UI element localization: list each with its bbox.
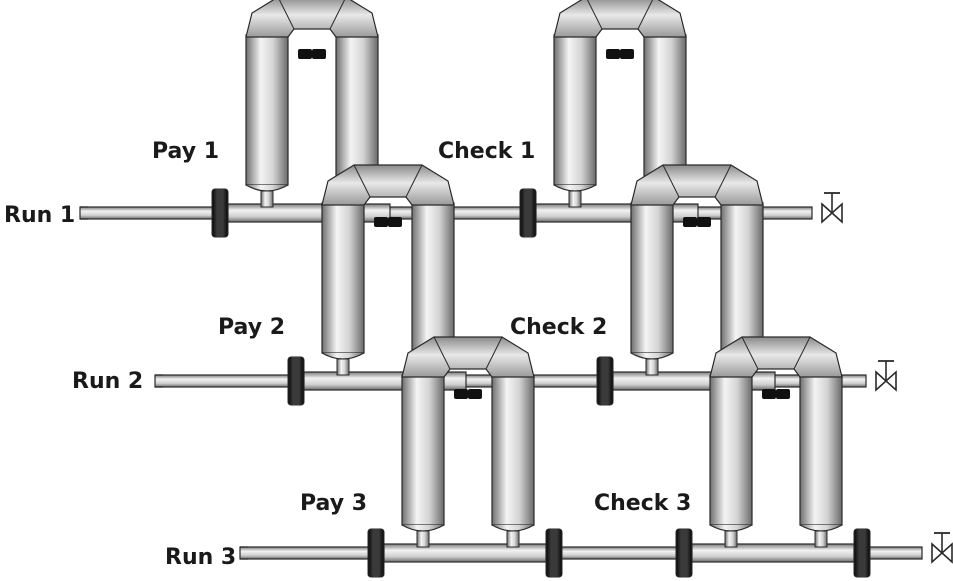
- valve-icon: [875, 360, 897, 392]
- pay-meter: [245, 0, 379, 208]
- meter-spool: [383, 543, 547, 563]
- meter-tube: [799, 374, 843, 526]
- meter-label-pay: Pay 1: [152, 139, 219, 164]
- meter-spool: [535, 203, 699, 223]
- valve-icon: [931, 532, 953, 564]
- meter-bend: [321, 164, 455, 206]
- meter-label-check: Check 3: [594, 491, 691, 516]
- meter-tube: [401, 374, 445, 526]
- meter-bend: [630, 164, 764, 206]
- run-label: Run 3: [165, 545, 236, 570]
- meter-bend: [709, 336, 843, 378]
- meter-spool: [691, 543, 855, 563]
- meter-tube: [553, 34, 597, 186]
- meter-tube: [245, 34, 289, 186]
- meter-label-pay: Pay 2: [218, 315, 285, 340]
- meter-tube: [643, 34, 687, 186]
- check-meter: [709, 336, 843, 548]
- pay-meter: [401, 336, 535, 548]
- run-label: Run 1: [4, 203, 75, 228]
- meter-tube: [709, 374, 753, 526]
- meter-tube: [491, 374, 535, 526]
- meter-tube: [630, 202, 674, 354]
- meter-spool: [227, 203, 391, 223]
- check-meter: [630, 164, 764, 376]
- meter-label-pay: Pay 3: [300, 491, 367, 516]
- run-label: Run 2: [72, 369, 143, 394]
- meter-tube: [411, 202, 455, 354]
- labels: Run 1 Run 2 Run 3 Pay 1 Check 1 Pay 2 Ch…: [4, 139, 691, 570]
- coriolis-meters: [245, 0, 843, 548]
- meter-bend: [245, 0, 379, 38]
- check-meter: [553, 0, 687, 208]
- meter-tube: [335, 34, 379, 186]
- meter-tube: [321, 202, 365, 354]
- valve-icon: [821, 192, 843, 224]
- meter-bend: [553, 0, 687, 38]
- meter-bend: [401, 336, 535, 378]
- meter-label-check: Check 1: [438, 139, 535, 164]
- meter-tube: [720, 202, 764, 354]
- header-pipe: [239, 528, 953, 578]
- meter-label-check: Check 2: [510, 315, 607, 340]
